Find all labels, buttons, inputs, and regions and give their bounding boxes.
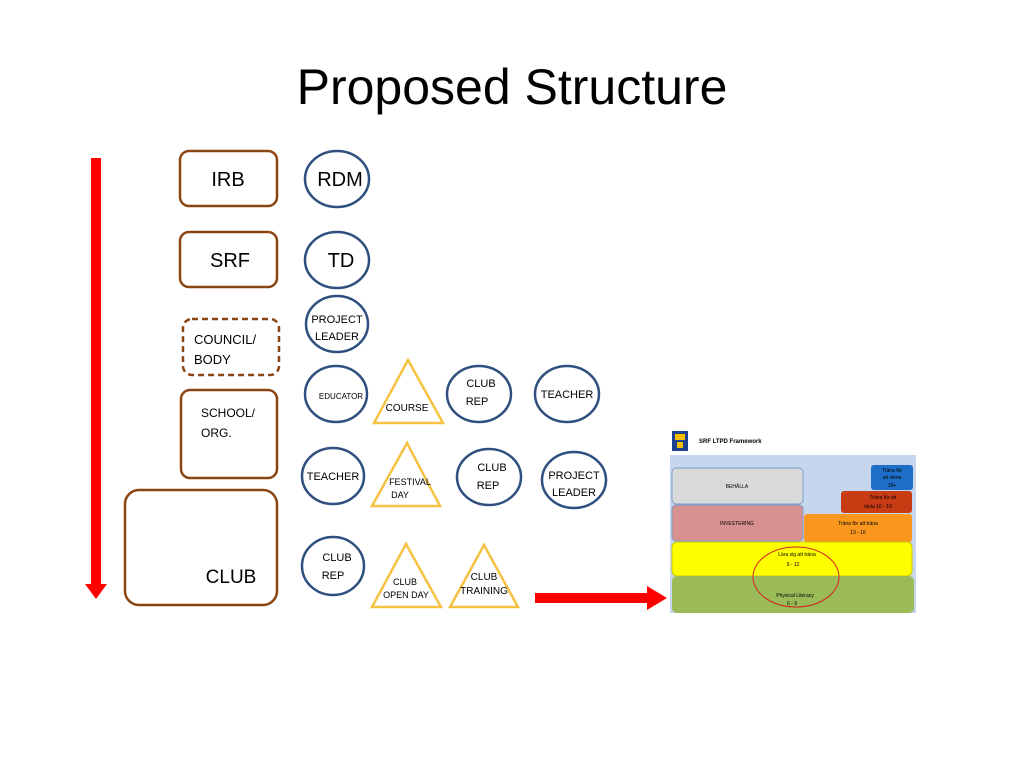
circle-project-leader-2-label-1: PROJECT xyxy=(548,470,600,482)
ltpd-investering: INVESTERING xyxy=(720,521,754,527)
triangle-festival-day: FESTIVAL DAY xyxy=(369,440,443,508)
circle-teacher-2: TEACHER xyxy=(300,446,366,506)
circle-club-rep-2: CLUB REP xyxy=(455,447,523,507)
ltpd-lara-1: Lära sig att träna xyxy=(778,552,816,558)
circle-teacher-2-label: TEACHER xyxy=(307,471,360,483)
circle-rdm: RDM xyxy=(303,149,371,209)
circle-educator: EDUCATOR xyxy=(303,364,369,424)
box-school-label-1: SCHOOL/ xyxy=(201,406,256,420)
box-school-org: SCHOOL/ ORG. xyxy=(179,388,279,480)
circle-td-label: TD xyxy=(328,250,355,272)
ltpd-lara-2: 9 - 12 xyxy=(787,562,800,568)
box-council-label-2: BODY xyxy=(194,352,231,367)
triangle-course: COURSE xyxy=(371,357,446,425)
circle-project-leader-1: PROJECT LEADER xyxy=(304,294,370,354)
box-irb-label: IRB xyxy=(211,169,244,191)
triangle-open-day-label-2: OPEN DAY xyxy=(383,590,429,600)
horizontal-red-arrow xyxy=(535,586,667,610)
ltpd-physical-1: Physical Literacy xyxy=(776,593,814,599)
circle-project-leader-1-label-1: PROJECT xyxy=(311,314,363,326)
circle-project-leader-2-label-2: LEADER xyxy=(552,487,596,499)
triangle-festival-label-1: FESTIVAL xyxy=(389,477,431,487)
ltpd-header: SRF LTPD Framework xyxy=(699,439,762,445)
circle-club-rep-3-label-2: REP xyxy=(322,570,345,582)
triangle-training-label-1: CLUB xyxy=(471,572,498,583)
circle-club-rep-1: CLUB REP xyxy=(445,364,513,424)
circle-club-rep-3: CLUB REP xyxy=(300,535,366,597)
ltpd-tavla-1: Träna för att xyxy=(869,495,897,501)
triangle-course-label: COURSE xyxy=(386,403,429,414)
triangle-open-day-label-1: CLUB xyxy=(393,577,417,587)
box-club: CLUB xyxy=(123,488,279,607)
circle-club-rep-3-label-1: CLUB xyxy=(322,552,351,564)
circle-club-rep-1-label-1: CLUB xyxy=(466,378,495,390)
circle-teacher-1-label: TEACHER xyxy=(541,389,594,401)
box-council-label-1: COUNCIL/ xyxy=(194,332,257,347)
triangle-club-training: CLUB TRAINING xyxy=(447,542,521,609)
triangle-training-label-2: TRAINING xyxy=(460,586,508,597)
triangle-club-open-day: CLUB OPEN DAY xyxy=(369,541,444,609)
ltpd-physical-2: 6 - 9 xyxy=(787,601,797,607)
box-club-label: CLUB xyxy=(206,567,257,588)
ltpd-highlight-ellipse xyxy=(752,546,840,608)
ltpd-behalla: BEHÅLLA xyxy=(726,483,749,490)
circle-teacher-1: TEACHER xyxy=(533,364,601,424)
circle-rdm-label: RDM xyxy=(317,169,363,191)
circle-project-leader-2: PROJECT LEADER xyxy=(540,450,608,510)
srf-logo-icon xyxy=(672,431,688,451)
circle-club-rep-1-label-2: REP xyxy=(466,396,489,408)
ltpd-framework-thumbnail: SRF LTPD Framework BEHÅLLA Träna för att… xyxy=(670,428,916,613)
circle-td: TD xyxy=(303,230,371,290)
ltpd-trana-2: 13 - 16 xyxy=(850,530,866,536)
circle-club-rep-2-label-1: CLUB xyxy=(477,462,506,474)
ltpd-vinna-2: att vinna xyxy=(883,475,902,481)
circle-project-leader-1-label-2: LEADER xyxy=(315,331,359,343)
ltpd-tavla-2: tävla 16 - 19 xyxy=(864,504,892,510)
vertical-red-arrow xyxy=(85,158,107,599)
page-title: Proposed Structure xyxy=(296,59,728,115)
circle-educator-label: EDUCATOR xyxy=(319,392,363,401)
box-council-body: COUNCIL/ BODY xyxy=(181,317,281,377)
circle-club-rep-2-label-2: REP xyxy=(477,480,500,492)
ltpd-vinna-3: 19+ xyxy=(888,483,897,489)
box-school-label-2: ORG. xyxy=(201,426,232,440)
box-srf-label: SRF xyxy=(210,250,250,272)
box-irb: IRB xyxy=(178,149,279,208)
triangle-festival-label-2: DAY xyxy=(391,490,409,500)
box-srf: SRF xyxy=(178,230,279,289)
ltpd-trana-1: Träna för att träna xyxy=(838,521,878,527)
ltpd-vinna-1: Träna för xyxy=(882,468,902,474)
